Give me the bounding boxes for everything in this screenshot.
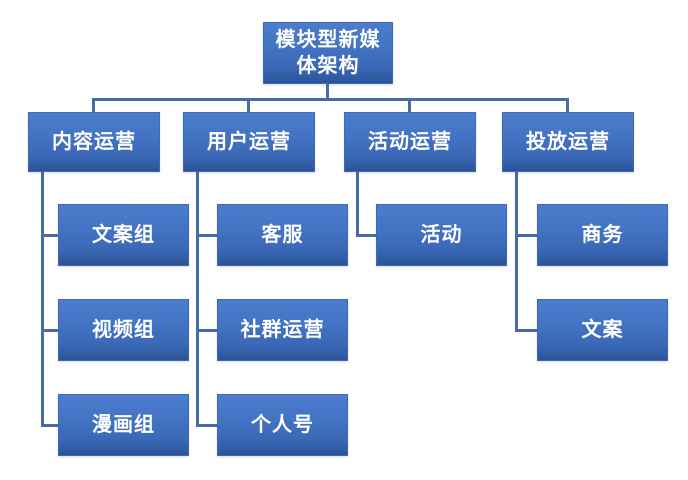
node-business: 商务: [537, 204, 668, 266]
connector-branch-user-ops: [196, 170, 199, 427]
connector-drop-content-ops: [92, 98, 95, 113]
connector-stub-community-ops: [196, 329, 220, 332]
node-root-title: 模块型新媒体架构: [263, 22, 393, 84]
connector-stub-business: [515, 234, 540, 237]
node-activity: 活动: [376, 204, 507, 266]
node-comic-group: 漫画组: [58, 394, 189, 456]
node-copywriting: 文案: [537, 299, 668, 361]
node-community-ops: 社群运营: [217, 299, 348, 361]
connector-drop-user-ops: [247, 98, 250, 113]
connector-level1-bar: [92, 98, 569, 101]
connector-stub-copywriting-group: [41, 234, 61, 237]
connector-stub-comic-group: [41, 424, 61, 427]
connector-branch-activity-ops: [356, 170, 359, 237]
connector-branch-placement-ops: [515, 170, 518, 332]
node-copywriting-group: 文案组: [58, 204, 189, 266]
node-activity-ops: 活动运营: [344, 112, 476, 172]
node-user-ops: 用户运营: [183, 112, 315, 172]
node-personal-account: 个人号: [217, 394, 348, 456]
connector-drop-placement-ops: [566, 98, 569, 113]
connector-stub-customer-service: [196, 234, 220, 237]
node-customer-service: 客服: [217, 204, 348, 266]
connector-stub-video-group: [41, 329, 61, 332]
connector-stub-activity: [356, 234, 379, 237]
connector-branch-content-ops: [41, 170, 44, 427]
connector-drop-activity-ops: [408, 98, 411, 113]
connector-root-stem: [326, 83, 329, 99]
node-video-group: 视频组: [58, 299, 189, 361]
connector-stub-personal-account: [196, 424, 220, 427]
node-content-ops: 内容运营: [28, 112, 160, 172]
node-placement-ops: 投放运营: [502, 112, 634, 172]
connector-stub-copywriting: [515, 329, 540, 332]
